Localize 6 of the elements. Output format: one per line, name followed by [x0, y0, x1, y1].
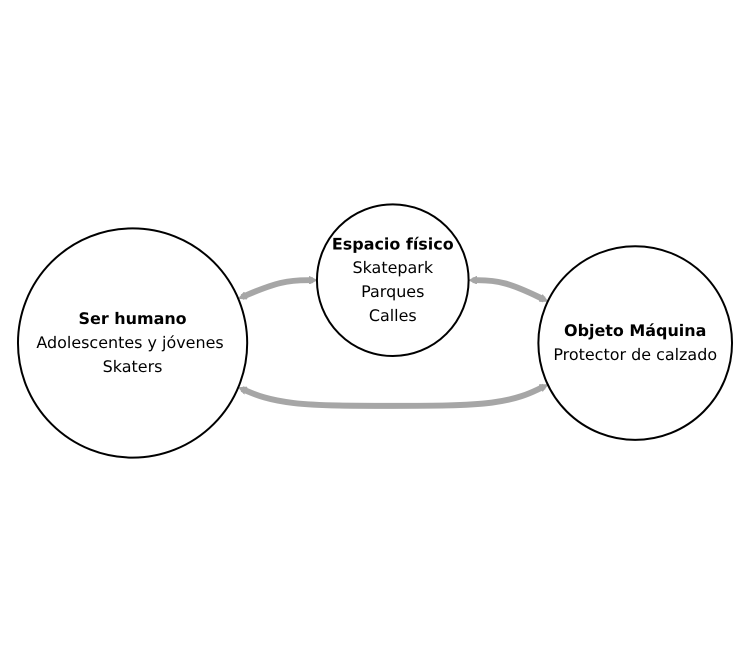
node-circle: Ser humano Adolescentes y jóvenes Skaters	[16, 227, 248, 459]
node-circle: Objeto Máquina Protector de calzado	[537, 245, 734, 441]
node-circle: Espacio físico Skatepark Parques Calles	[316, 203, 470, 358]
arrow	[238, 384, 548, 409]
arrow	[468, 276, 548, 302]
arrow	[238, 276, 318, 300]
